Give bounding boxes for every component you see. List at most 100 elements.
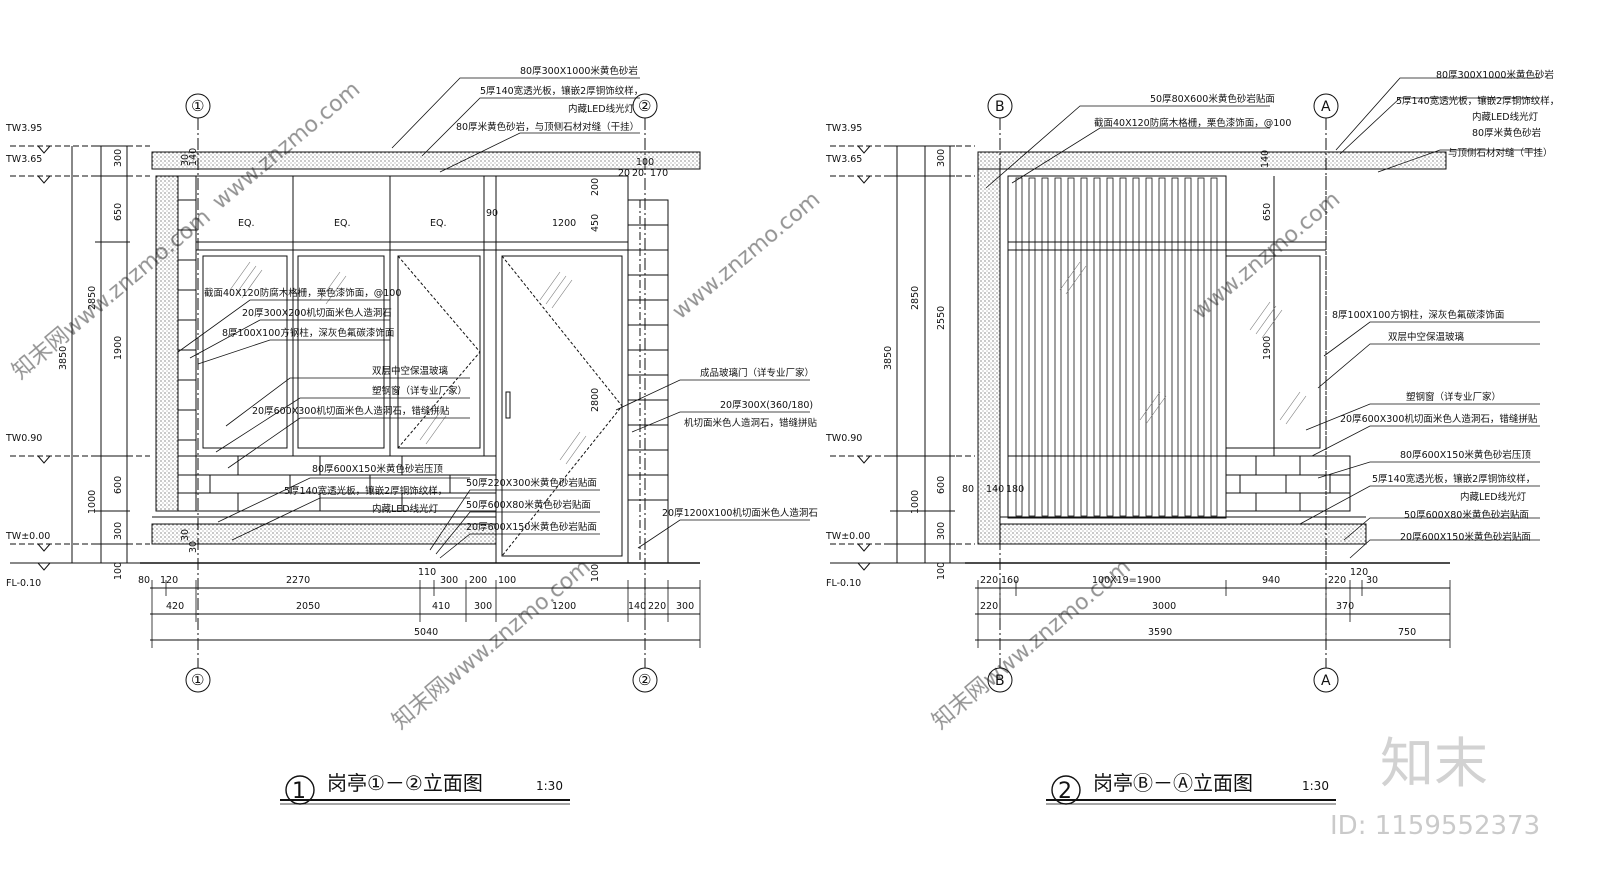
e2-note: 80厚300X1000米黄色砂岩 xyxy=(1436,69,1554,81)
e1-vdim: 140 xyxy=(188,148,199,166)
e1-note: 50厚220X300米黄色砂岩贴面 xyxy=(466,477,597,489)
e1-vdim: 30 xyxy=(180,529,191,541)
e2-note: 5厚140宽透光板，镶嵌2厚铜饰纹样， xyxy=(1372,473,1535,485)
e1-axis-top-right: ② xyxy=(638,97,651,115)
e1-hdim: 100 xyxy=(498,575,516,586)
e1-level-fl: FL-0.10 xyxy=(6,578,41,589)
e1-note: 内藏LED线光灯 xyxy=(568,103,635,115)
e1-hdim: 120 xyxy=(160,575,178,586)
e1-note: 内藏LED线光灯 xyxy=(372,503,439,515)
e1-vdim: 30 xyxy=(188,541,199,553)
e2-note: 截面40X120防腐木格栅，栗色漆饰面，@100 xyxy=(1094,117,1291,129)
e1-axis-bottom-right: ② xyxy=(638,671,651,689)
e1-note: 20厚300X(360/180) xyxy=(720,400,813,411)
e2-level-090: TW0.90 xyxy=(825,433,862,444)
e1-axis-top-left: ① xyxy=(191,97,204,115)
e1-level-000: TW±0.00 xyxy=(5,531,50,542)
e1-note: 5厚140宽透光板，镶嵌2厚铜饰纹样， xyxy=(284,485,447,497)
e2-hdim: 100X19=1900 xyxy=(1092,575,1161,586)
e1-hdim: 300 xyxy=(440,575,458,586)
e1-inner-dim: 1200 xyxy=(552,218,576,229)
e1-vdim: 2850 xyxy=(87,286,98,310)
watermark-site: www.znzmo.com xyxy=(208,77,365,215)
e2-note: 80厚米黄色砂岩 xyxy=(1472,127,1541,139)
watermark-diag: 知末网www.znzmo.com xyxy=(8,204,216,384)
e2-note: 80厚600X150米黄色砂岩压顶 xyxy=(1400,449,1531,461)
e1-hdim: 420 xyxy=(166,601,184,612)
e1-hdim: 140 xyxy=(628,601,646,612)
e1-text: TW3.95 TW3.65 TW0.90 TW±0.00 FL-0.10 ① ②… xyxy=(5,65,818,805)
e2-note: 双层中空保温玻璃 xyxy=(1388,331,1464,343)
e1-level-395: TW3.95 xyxy=(5,123,42,134)
e1-title-scale: 1:30 xyxy=(536,779,563,793)
e2-vdim: 140 xyxy=(986,484,1004,495)
e2-text: TW3.95 TW3.65 TW0.90 TW±0.00 FL-0.10 B A… xyxy=(825,69,1559,805)
e2-level-395: TW3.95 xyxy=(825,123,862,134)
e2-hdim: 940 xyxy=(1262,575,1280,586)
e1-note: 成品玻璃门（详专业厂家） xyxy=(700,367,814,379)
e2-vdim: 650 xyxy=(1262,203,1273,221)
e2-vdim: 2850 xyxy=(910,286,921,310)
e1-hdim: 80 xyxy=(138,575,150,586)
e1-note: 80厚米黄色砂岩，与顶侧石材对缝（干挂） xyxy=(456,121,639,133)
e1-vdim: 2800 xyxy=(590,388,601,412)
e1-vdim: 200 xyxy=(590,178,601,196)
e1-inner-dim: 20 xyxy=(632,168,644,179)
e1-title-text: 岗亭①－②立面图 xyxy=(327,771,483,795)
e1-vdim: 300 xyxy=(113,149,124,167)
e2-vdim: 300 xyxy=(936,149,947,167)
e2-hdim: 3000 xyxy=(1152,601,1176,612)
e1-inner-dim: 20 xyxy=(618,168,630,179)
e1-inner-dim: 90 xyxy=(486,208,498,219)
e1-hdim: 1200 xyxy=(552,601,576,612)
e2-hdim: 220 xyxy=(980,575,998,586)
e1-vdim: 1900 xyxy=(113,336,124,360)
watermark-diag: 知末网www.znzmo.com xyxy=(928,554,1136,734)
e2-hdim: 120 xyxy=(1350,567,1368,578)
e1-hdim: 2050 xyxy=(296,601,320,612)
e2-hdim: 3590 xyxy=(1148,627,1172,638)
e1-vdim: 450 xyxy=(590,214,601,232)
e2-vdim: 1900 xyxy=(1262,336,1273,360)
e1-note: 机切面米色人造洞石，错缝拼贴 xyxy=(684,417,818,429)
e1-vdim: 600 xyxy=(113,476,124,494)
e2-level-365: TW3.65 xyxy=(825,154,862,165)
watermark-brand: 知末 xyxy=(1380,732,1488,795)
e2-hdim: 750 xyxy=(1398,627,1416,638)
e1-note: 50厚600X80米黄色砂岩贴面 xyxy=(466,499,591,511)
e2-level-fl: FL-0.10 xyxy=(826,578,861,589)
e1-hdim: 110 xyxy=(418,567,436,578)
e1-hdim: 200 xyxy=(469,575,487,586)
e2-note: 与顶侧石材对缝（干挂） xyxy=(1448,147,1553,159)
e2-title-text: 岗亭Ⓑ－Ⓐ立面图 xyxy=(1093,771,1253,795)
e1-level-365: TW3.65 xyxy=(5,154,42,165)
e2-vdim: 180 xyxy=(1006,484,1024,495)
e1-note: 20厚600X300机切面米色人造洞石，错缝拼贴 xyxy=(252,405,450,417)
e2-note: 内藏LED线光灯 xyxy=(1472,111,1539,123)
e2-axis-bottom-left: B xyxy=(995,673,1005,689)
e2-note: 50厚600X80米黄色砂岩贴面 xyxy=(1404,509,1529,521)
e1-inner-dim: 100 xyxy=(636,157,654,168)
lattice-bars xyxy=(1015,177,1218,517)
e2-note: 50厚80X600米黄色砂岩贴面 xyxy=(1150,93,1275,105)
e2-hdim: 30 xyxy=(1366,575,1378,586)
e1-hdim-total: 5040 xyxy=(414,627,438,638)
e2-hdim: 220 xyxy=(980,601,998,612)
e2-title-number: 2 xyxy=(1058,779,1072,804)
e1-vdim: 300 xyxy=(113,522,124,540)
e1-hdim: 300 xyxy=(474,601,492,612)
e2-vdim: 80 xyxy=(962,484,974,495)
e1-note: 8厚100X100方钢柱，深灰色氟碳漆饰面 xyxy=(222,327,394,339)
e2-note: 20厚600X150米黄色砂岩贴面 xyxy=(1400,531,1531,543)
e1-vdim: 3850 xyxy=(58,346,69,370)
e1-vdim: 30 xyxy=(180,154,191,166)
e1-inner-dim: 170 xyxy=(650,168,668,179)
e2-vdim: 300 xyxy=(936,522,947,540)
e2-vdim: 2550 xyxy=(936,306,947,330)
e1-vdim: 1000 xyxy=(87,490,98,514)
e2-vdim: 600 xyxy=(936,476,947,494)
e2-note: 内藏LED线光灯 xyxy=(1460,491,1527,503)
e2-title: 2 岗亭Ⓑ－Ⓐ立面图 1:30 xyxy=(1046,771,1336,805)
e1-note: 80厚300X1000米黄色砂岩 xyxy=(520,65,638,77)
